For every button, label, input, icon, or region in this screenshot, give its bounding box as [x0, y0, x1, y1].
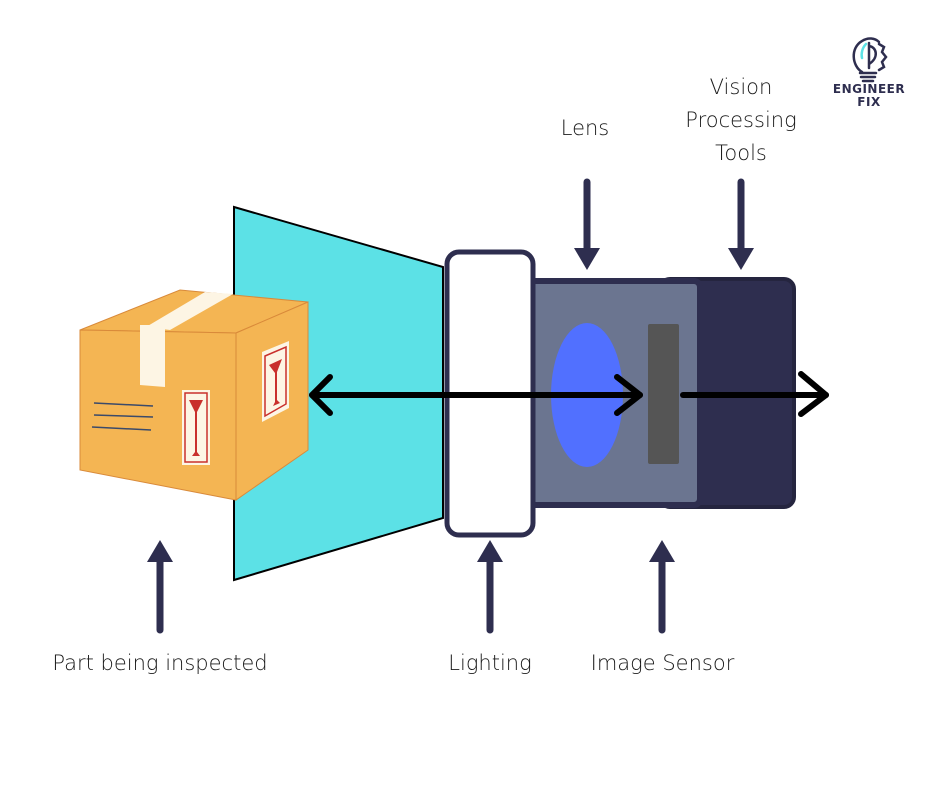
engineer-fix-logo-icon [852, 37, 888, 83]
lens-pointer-arrow [574, 178, 600, 270]
lighting-pointer-arrow [477, 540, 503, 634]
light-ray-arrow [309, 374, 643, 416]
label-vision-processing-line2: Processing [685, 108, 797, 132]
logo-text-engineer: ENGINEER [832, 82, 906, 96]
image-sensor-element [648, 324, 679, 464]
label-image-sensor: Image Sensor [590, 651, 735, 675]
label-lighting: Lighting [448, 651, 532, 675]
part-pointer-arrow [147, 540, 173, 634]
label-vision-processing-line1: Vision [709, 75, 773, 99]
cardboard-box-icon [79, 289, 309, 501]
label-lens: Lens [560, 116, 610, 140]
vision-processing-pointer-arrow [728, 178, 754, 270]
label-part-being-inspected: Part being inspected [52, 651, 268, 675]
label-vision-processing-line3: Tools [715, 141, 767, 165]
logo-text-fix: FIX [857, 95, 881, 109]
output-arrow [680, 371, 829, 417]
image-sensor-pointer-arrow [649, 540, 675, 634]
